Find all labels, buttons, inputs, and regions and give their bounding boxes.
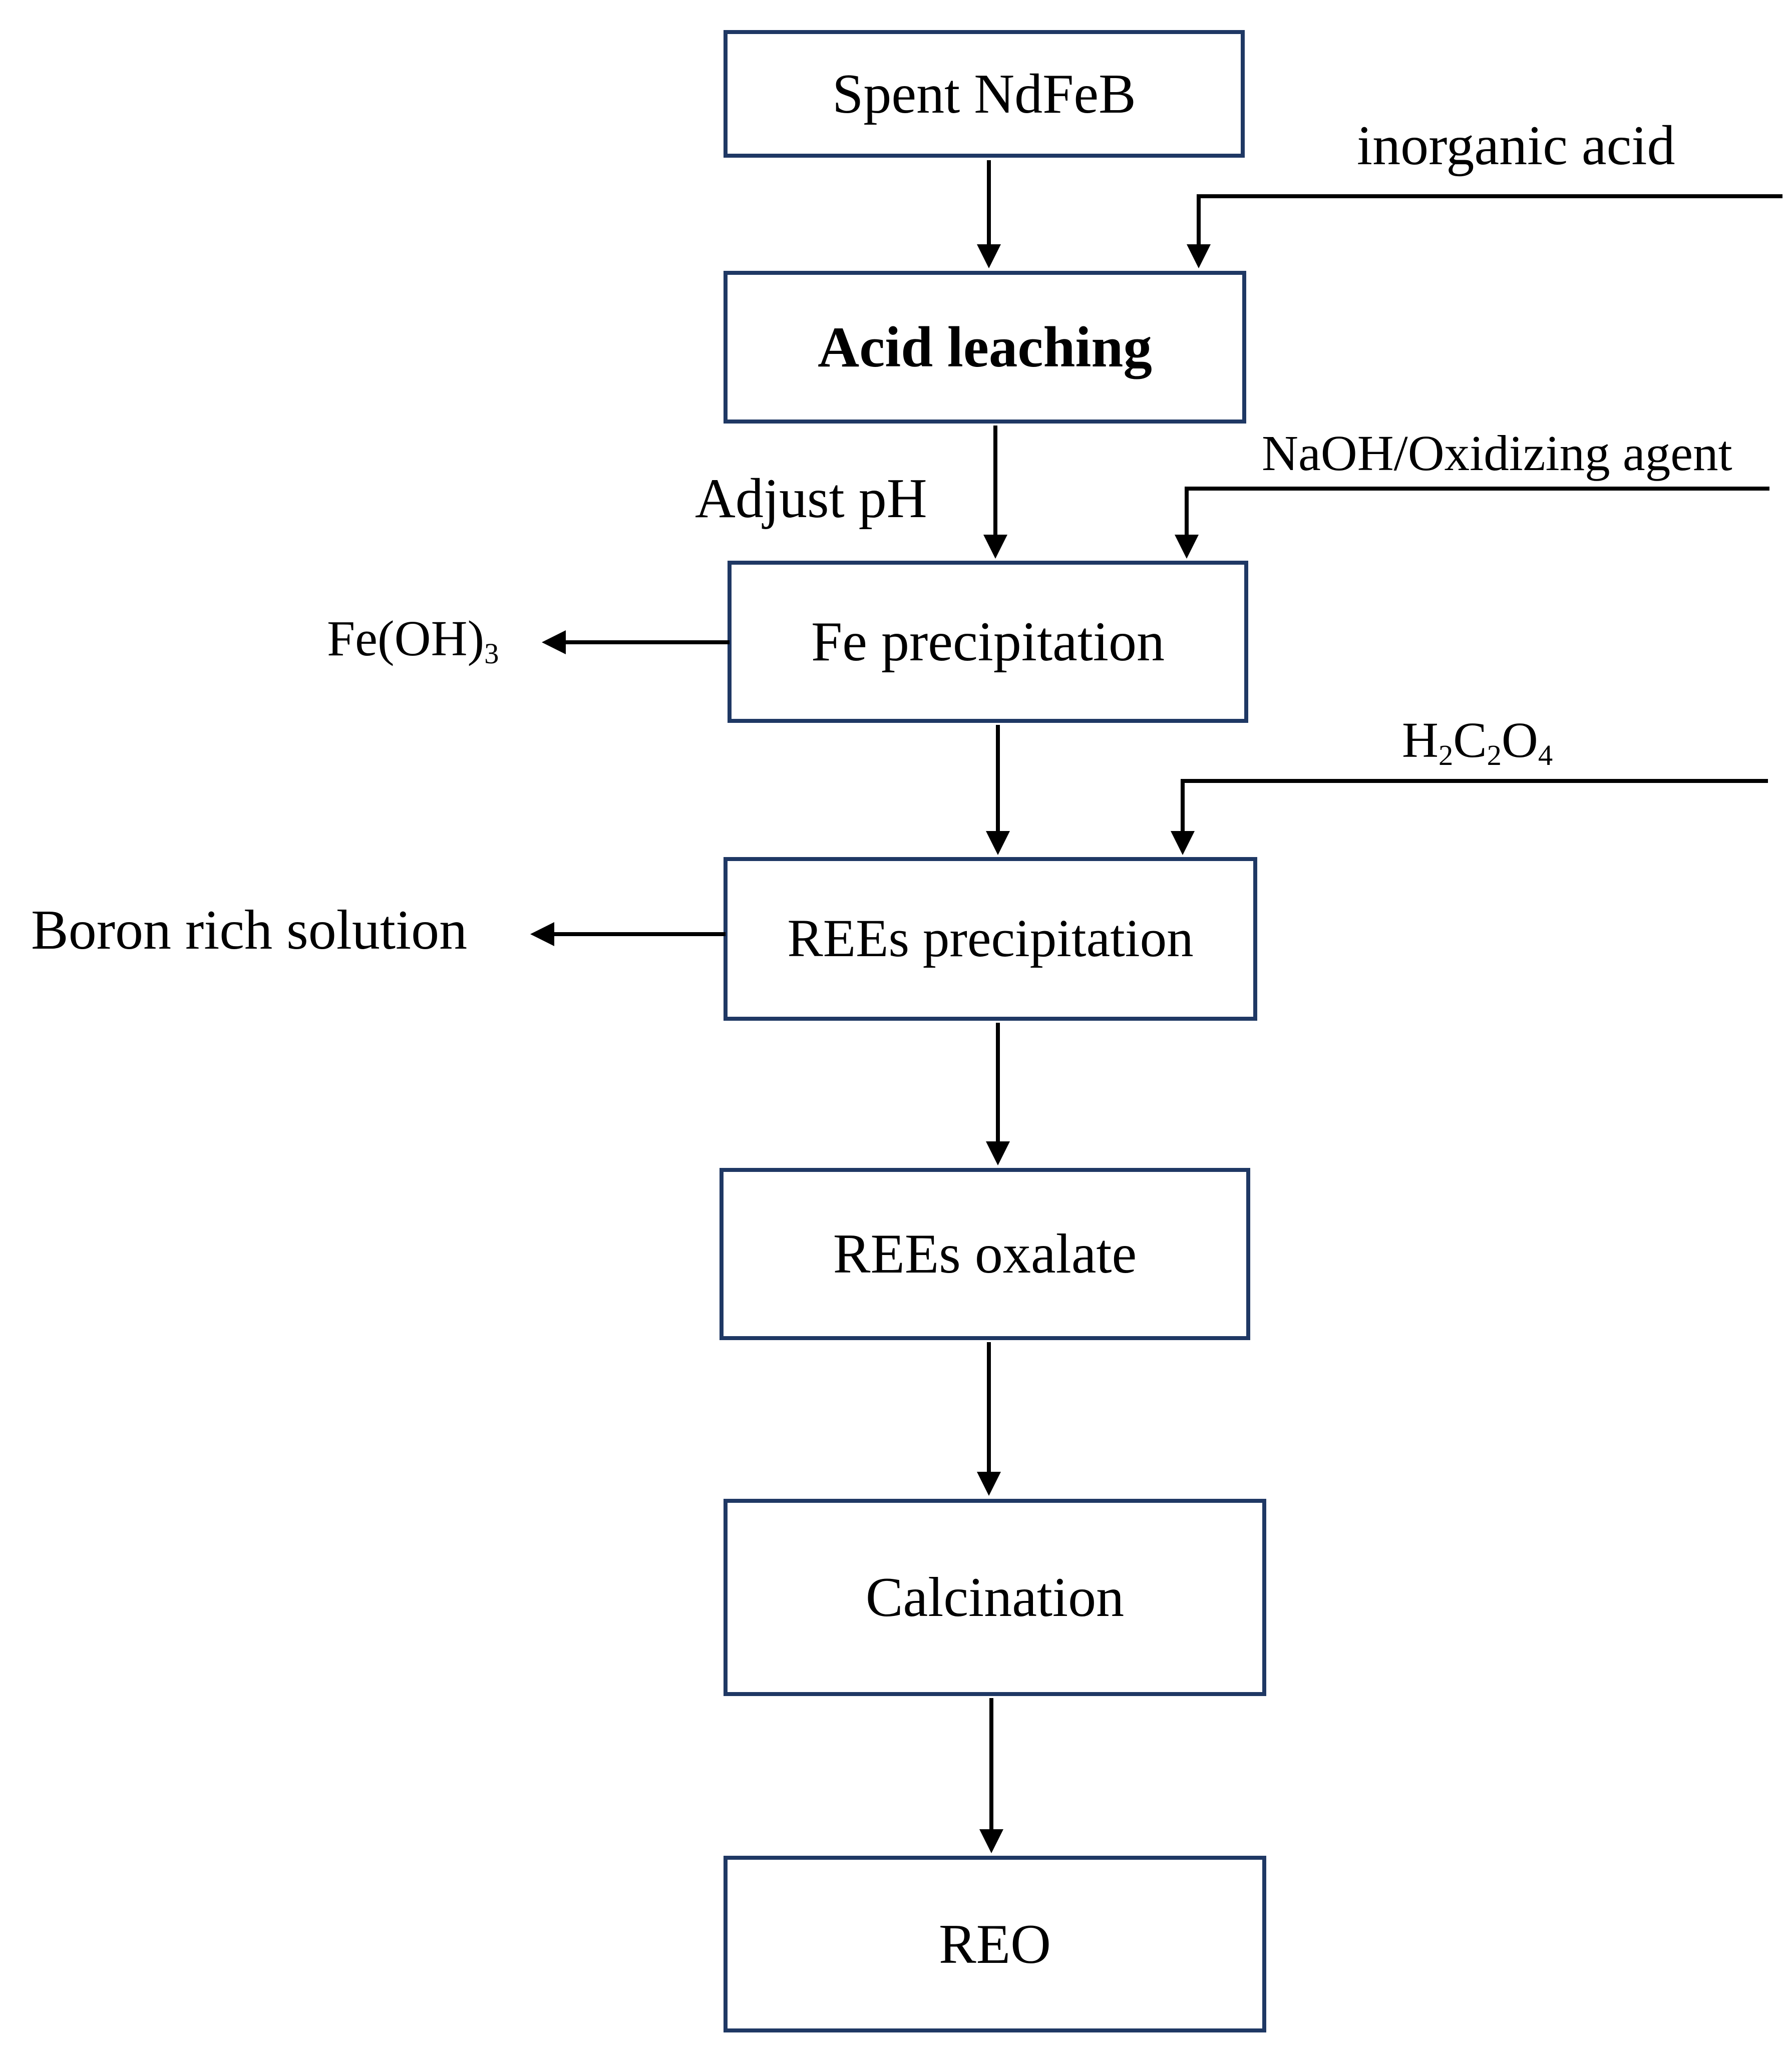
node-label-rees-oxalate: REEs oxalate: [833, 1223, 1137, 1285]
oxalic-sub-c: 2: [1487, 739, 1502, 772]
annotation-adjust-ph: Adjust pH: [695, 468, 927, 530]
node-label-acid-leaching: Acid leaching: [818, 315, 1152, 379]
arrow-inorganic-acid-input: [1187, 194, 1782, 268]
box-rees-oxalate: [720, 1168, 1250, 1340]
output-label-fe-oh3: Fe(OH)3: [327, 610, 499, 669]
box-acid-leaching: [724, 271, 1246, 424]
fe-oh3-sub: 3: [484, 637, 499, 670]
oxalic-c: C: [1453, 712, 1487, 768]
oxalic-o: O: [1501, 712, 1538, 768]
node-label-reo: REO: [939, 1913, 1051, 1975]
oxalic-sub-h: 2: [1438, 739, 1454, 772]
node-label-fe-precipitation: Fe precipitation: [811, 611, 1165, 673]
box-rees-precipitation: [724, 857, 1257, 1021]
box-fe-precipitation: [728, 561, 1248, 723]
oxalic-h: H: [1402, 712, 1439, 768]
node-label-spent-ndfeb: Spent NdFeB: [832, 63, 1136, 125]
node-label-rees-precipitation: REEs precipitation: [787, 909, 1194, 968]
oxalic-sub-o: 4: [1538, 739, 1553, 772]
box-spent-ndfeb: [724, 30, 1245, 158]
arrow-naoh-input: [1175, 487, 1769, 559]
input-label-inorganic-acid: inorganic acid: [1357, 115, 1675, 177]
node-label-calcination: Calcination: [865, 1566, 1125, 1628]
input-label-oxalic-acid: H2C2O4: [1402, 712, 1553, 770]
box-calcination: [724, 1499, 1266, 1696]
output-label-boron-rich: Boron rich solution: [31, 899, 468, 961]
arrow-oxalic-acid-input: [1171, 779, 1768, 855]
box-reo: [724, 1856, 1266, 2032]
fe-oh3-text: Fe(OH): [327, 610, 485, 666]
input-label-naoh-oxidizing: NaOH/Oxidizing agent: [1262, 425, 1732, 481]
